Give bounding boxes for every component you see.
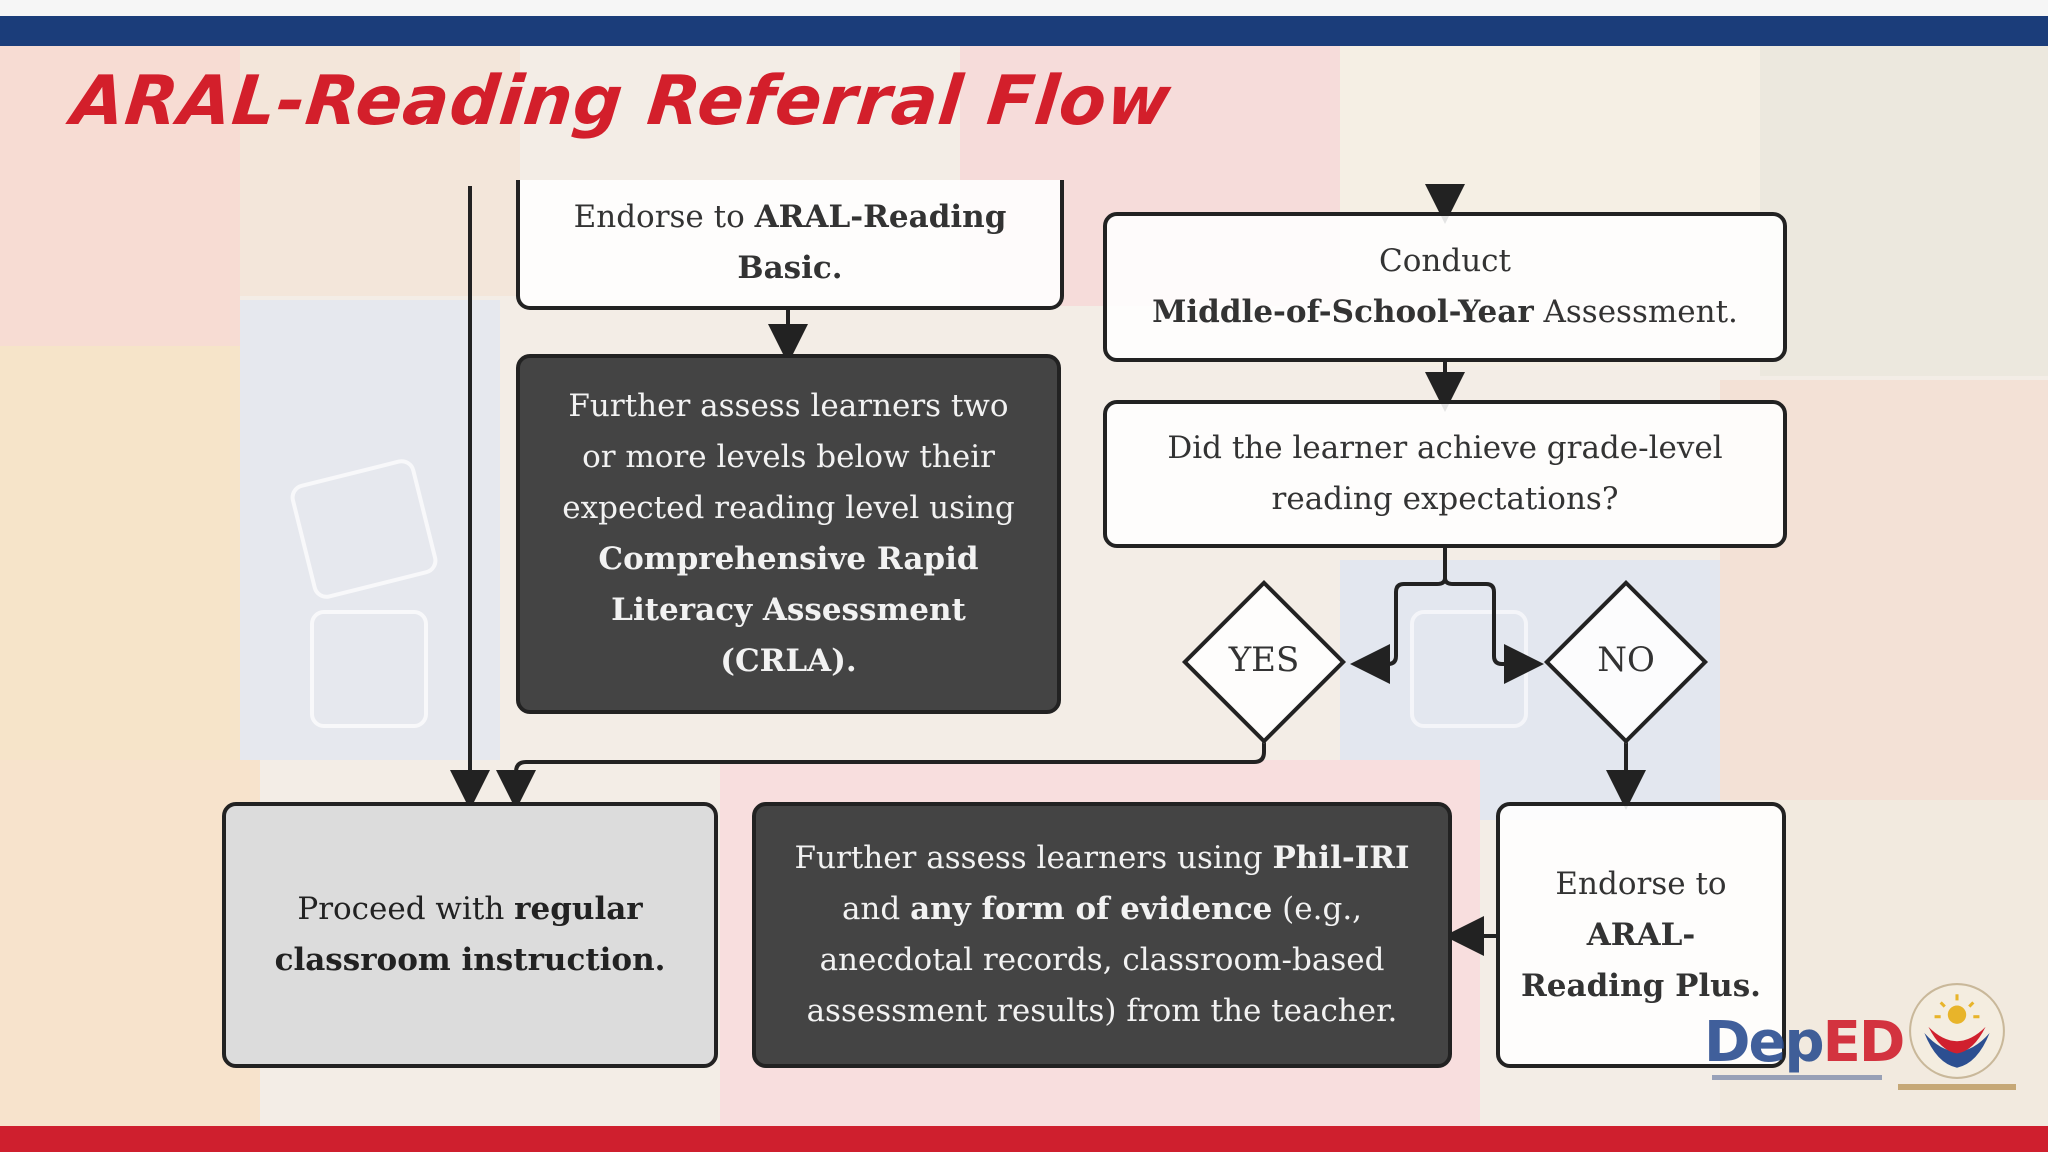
phil-iri-box: Further assess learners using Phil-IRI a… — [752, 802, 1452, 1068]
no-label: NO — [1597, 640, 1655, 680]
top-accent-bar — [0, 16, 2048, 46]
connector-yes-to-regular — [496, 740, 1266, 810]
grade-level-question-box: Did the learner achieve grade-level read… — [1103, 400, 1787, 548]
regular-instruction-box: Proceed with regular classroom instructi… — [222, 802, 718, 1068]
deped-logo: DepED — [1704, 1010, 1905, 1075]
bottom-accent-bar — [0, 1126, 2048, 1152]
endorse-plus-box: Endorse to ARAL- Reading Plus. — [1496, 802, 1786, 1068]
conduct-moy-box: Conduct Middle-of-School-Year Assessment… — [1103, 212, 1787, 362]
yes-label: YES — [1228, 640, 1300, 680]
endorse-basic-box: Endorse to ARAL-Reading Basic. — [516, 180, 1064, 310]
connector-question-to-yes — [1350, 548, 1447, 684]
reading-seal-logo — [1909, 983, 2005, 1079]
connector-question-to-no — [1443, 577, 1544, 684]
seal-caption-bar — [1898, 1084, 2016, 1090]
further-assess-crla-box: Further assess learners two or more leve… — [516, 354, 1061, 714]
deped-logo-tagline — [1712, 1075, 1882, 1080]
top-strip — [0, 0, 2048, 16]
